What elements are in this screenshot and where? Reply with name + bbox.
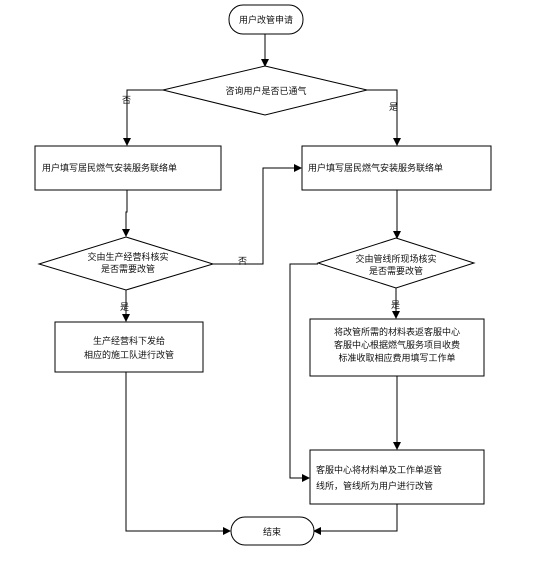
node-decision-pipeline: 交由管线所现场核实 是否需要改管 (316, 237, 476, 289)
edge-pipeline-to-return (289, 263, 318, 482)
node-decision-gas-label: 咨询用户是否已通气 (225, 85, 306, 97)
node-decision-gas: 咨询用户是否已通气 (162, 65, 368, 116)
edge-label-yes-1: 是 (389, 102, 398, 113)
node-production-dispatch: 生产经营科下发给 相应的施工队进行改管 (54, 321, 204, 373)
edge-production-no (213, 164, 302, 265)
edge-label-no-1: 否 (122, 95, 131, 106)
node-service-center-return-line1: 客服中心将材料单及工作单返管 (316, 464, 442, 476)
edge-decision-no (123, 89, 163, 146)
node-service-center-fee-line2: 客服中心根据燃气服务项目收费 (334, 339, 460, 351)
node-service-center-fee: 将改管所需的材料表返客服中心 客服中心根据燃气服务项目收费 标准收取相应费用填写… (309, 318, 485, 377)
node-decision-production-line2: 是否需要改管 (101, 263, 155, 275)
edges (122, 34, 401, 535)
node-service-center-fee-line3: 标准收取相应费用填写工作单 (338, 352, 455, 364)
node-end-label: 结束 (263, 526, 281, 538)
edge-decision-yes (367, 89, 401, 146)
node-service-center-fee-line1: 将改管所需的材料表返客服中心 (334, 326, 460, 338)
edge-return-to-end (313, 504, 398, 535)
edge-production-to-end (125, 372, 231, 535)
node-start-label: 用户改管申请 (239, 14, 293, 26)
node-service-center-return-line2: 线所，管线所为用户进行改管 (316, 480, 433, 492)
node-end: 结束 (230, 516, 315, 546)
edge-label-no-2: 否 (238, 256, 247, 267)
node-service-center-return: 客服中心将材料单及工作单返管 线所，管线所为用户进行改管 (309, 449, 485, 505)
node-user-form-left: 用户填写居民燃气安装服务联络单 (34, 145, 222, 191)
node-user-form-right-label: 用户填写居民燃气安装服务联络单 (308, 162, 443, 174)
node-user-form-left-label: 用户填写居民燃气安装服务联络单 (42, 162, 177, 174)
node-decision-production-line1: 交由生产经营科核实 (87, 251, 168, 263)
node-production-dispatch-line1: 生产经营科下发给 (93, 335, 165, 347)
node-decision-pipeline-line1: 交由管线所现场核实 (355, 253, 436, 265)
node-decision-pipeline-line2: 是否需要改管 (369, 265, 423, 277)
node-start: 用户改管申请 (228, 4, 304, 35)
edge-leftform-to-production (122, 190, 130, 237)
edge-label-yes-2: 是 (120, 302, 129, 313)
node-decision-production: 交由生产经营科核实 是否需要改管 (37, 236, 215, 291)
node-production-dispatch-line2: 相应的施工队进行改管 (84, 349, 174, 361)
edge-label-yes-3: 是 (391, 300, 400, 311)
node-user-form-right: 用户填写居民燃气安装服务联络单 (301, 145, 492, 191)
